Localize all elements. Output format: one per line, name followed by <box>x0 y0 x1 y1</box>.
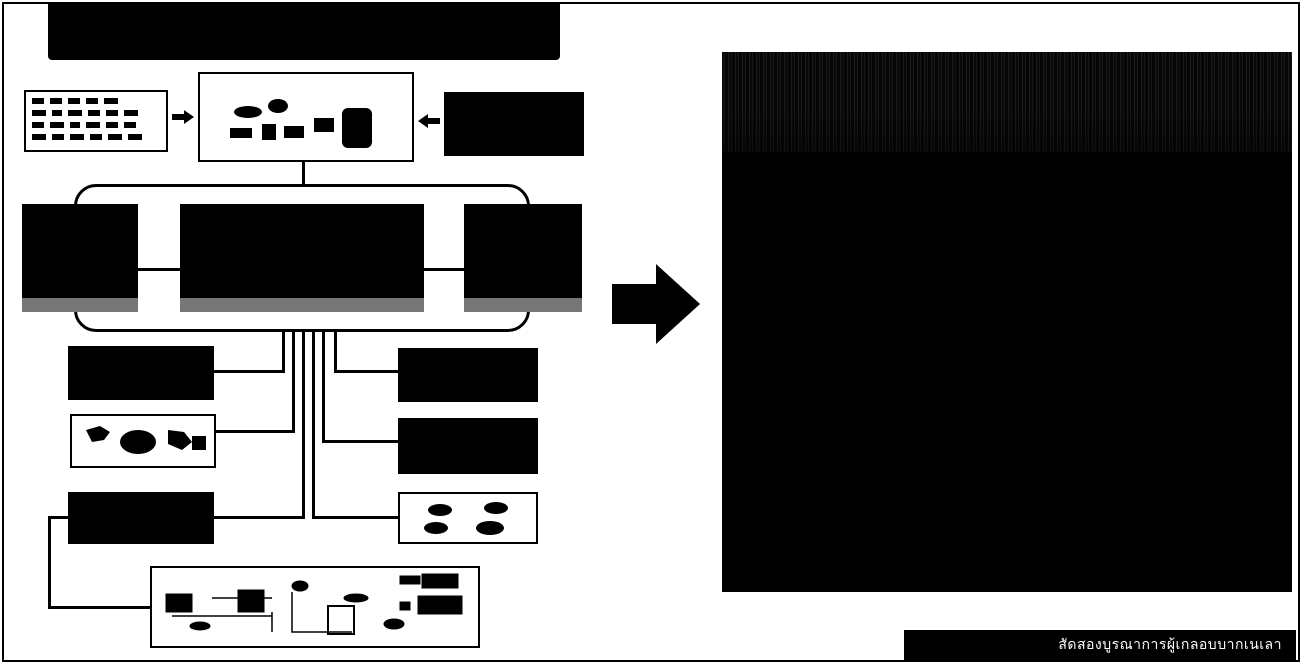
left-branch-box-2 <box>70 414 216 468</box>
connector <box>138 268 182 271</box>
network-equipment-icon <box>165 573 463 635</box>
connector <box>334 332 337 372</box>
world-map-icon <box>86 426 206 454</box>
connector <box>334 370 398 373</box>
connector <box>214 430 295 433</box>
bottom-network-box <box>150 566 480 648</box>
left-branch-box-1 <box>68 346 214 400</box>
connector <box>292 332 295 432</box>
connector <box>322 440 398 443</box>
network-nodes-icon <box>424 502 508 535</box>
connector <box>302 162 305 186</box>
right-branch-box-1 <box>398 348 538 402</box>
arrow-right-small-icon <box>172 110 194 124</box>
photo-caption: สัดสองบูรณาการผู้เกลอบบากเนเลา <box>1058 637 1282 653</box>
connector <box>312 332 315 518</box>
document-grid-box <box>24 90 168 152</box>
connector <box>322 332 325 442</box>
right-photo-box <box>444 92 584 156</box>
dark-photo <box>722 52 1292 592</box>
right-branch-box-3 <box>398 492 538 544</box>
left-branch-box-3 <box>68 492 214 544</box>
connector <box>424 268 466 271</box>
top-center-box <box>198 72 414 162</box>
mid-right-box <box>464 204 582 312</box>
mid-left-box <box>22 204 138 312</box>
connector <box>214 516 305 519</box>
arrow-right-icon <box>612 264 700 344</box>
connector <box>214 370 285 373</box>
equipment-icons <box>230 99 372 148</box>
connector <box>48 516 51 608</box>
photo-fade <box>722 112 1292 212</box>
connector <box>48 516 70 519</box>
right-branch-box-2 <box>398 418 538 474</box>
connector <box>312 516 398 519</box>
photo-caption-strip: สัดสองบูรณาการผู้เกลอบบากเนเลา <box>904 630 1296 660</box>
document-grid-icon <box>32 98 142 140</box>
mid-center-box <box>180 204 424 312</box>
arrow-left-small-icon <box>418 114 440 128</box>
connector <box>302 332 305 518</box>
connector <box>48 606 152 609</box>
diagram-title-banner <box>48 4 560 60</box>
connector <box>282 332 285 372</box>
